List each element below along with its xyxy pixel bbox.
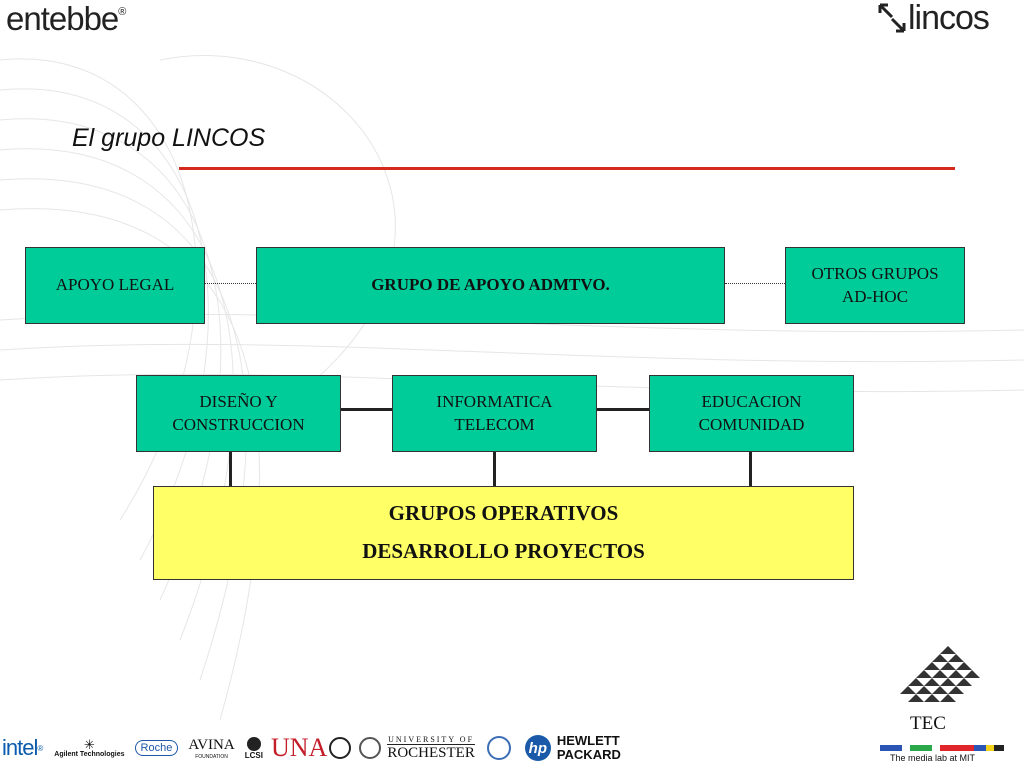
lcsi-logo: LCSI [245, 736, 263, 760]
mit-label: The media lab at MIT [890, 753, 976, 763]
rochester-logo: UNIVERSITY OF ROCHESTER [387, 734, 475, 761]
rochester-seal-icon [359, 737, 382, 759]
hewlett-packard-logo: HEWLETT PACKARD [556, 733, 621, 762]
agilent-logo: ✳ Agilent Technologies [54, 737, 125, 758]
connector-admin-adhoc [725, 283, 785, 284]
box-informatica-telecom: INFORMATICA TELECOM [392, 375, 597, 452]
tec-triangle-icon [900, 646, 980, 702]
arrows-icon [878, 3, 906, 33]
connector-informatica-operativos [493, 452, 496, 486]
hp-logo: hp [524, 735, 551, 761]
box-grupo-apoyo-admtvo: GRUPO DE APOYO ADMTVO. [256, 247, 725, 324]
connector-diseno-informatica [341, 408, 392, 411]
una-logo: UNA [271, 733, 352, 763]
lcsi-globe-icon [246, 736, 261, 751]
box-otros-grupos: OTROS GRUPOS AD-HOC [785, 247, 965, 324]
roche-logo: Roche [134, 740, 179, 756]
connector-educacion-operativos [749, 452, 752, 486]
connector-informatica-educacion [597, 408, 649, 411]
entebbe-logo: entebbe® [6, 0, 126, 37]
intel-logo: intel® [2, 735, 43, 760]
mit-color-bar [880, 745, 1004, 751]
box-apoyo-legal: APOYO LEGAL [25, 247, 205, 324]
connector-legal-admin [205, 283, 256, 284]
agilent-spark-icon: ✳ [83, 737, 95, 752]
una-seal-icon [329, 737, 352, 759]
box-grupos-operativos: GRUPOS OPERATIVOS DESARROLLO PROYECTOS [153, 486, 854, 580]
title-underline [179, 167, 955, 170]
globe-icon [486, 736, 511, 760]
box-educacion-comunidad: EDUCACION COMUNIDAD [649, 375, 854, 452]
slide-title: El grupo LINCOS [72, 124, 266, 152]
box-diseno-construccion: DISEÑO Y CONSTRUCCION [136, 375, 341, 452]
partner-logos: intel® ✳ Agilent Technologies Roche AVIN… [0, 728, 880, 768]
avina-logo: AVINA FOUNDATION [188, 736, 235, 760]
tec-label: TEC [910, 713, 946, 734]
lincos-logo: lincos [878, 0, 990, 37]
connector-diseno-operativos [229, 452, 232, 486]
